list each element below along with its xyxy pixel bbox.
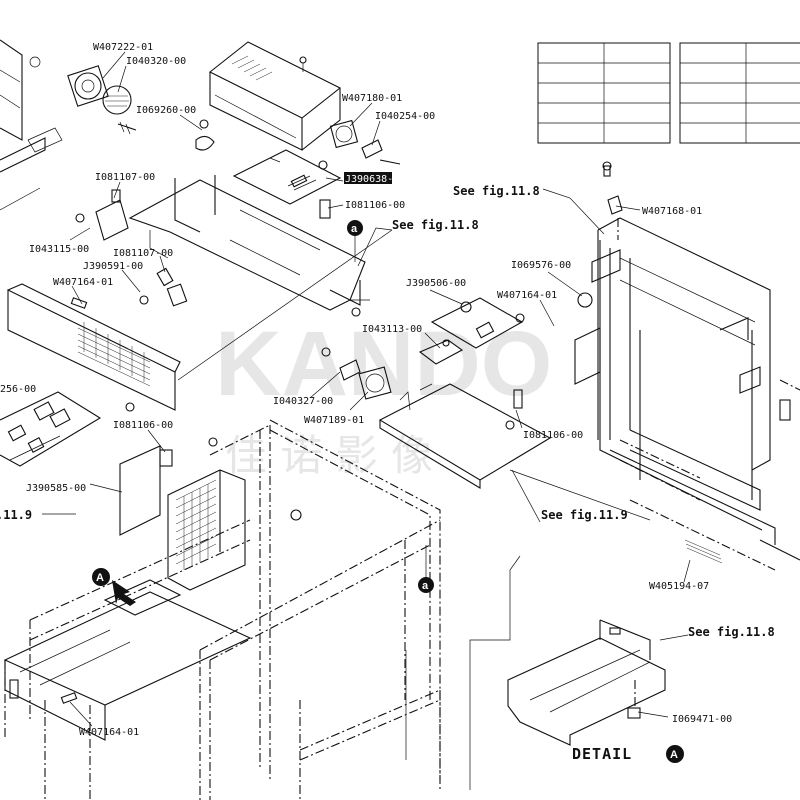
marker-a-lower: a — [418, 577, 434, 593]
label-j390638-00: J390638-00 — [344, 172, 405, 185]
label-j390585-00: J390585-00 — [26, 483, 86, 494]
label-j390506-00: J390506-00 — [406, 278, 466, 289]
power-supply-box — [208, 41, 342, 151]
label-256-00: 256-00 — [0, 384, 36, 395]
see-fig-11-9-left: .11.9 — [0, 508, 32, 522]
parts-table-right — [679, 42, 800, 144]
label-i081106-00-top: I081106-00 — [345, 200, 405, 211]
svg-text:A: A — [96, 572, 104, 584]
label-i069260-00: I069260-00 — [136, 105, 196, 116]
label-w407164-01-left: W407164-01 — [53, 277, 113, 288]
label-i081107-00-top: I081107-00 — [95, 172, 155, 183]
svg-text:J390638-00: J390638-00 — [345, 174, 405, 185]
right-frame-assembly — [574, 161, 800, 571]
label-i081106-00-left: I081106-00 — [113, 420, 173, 431]
label-w407222-01: W407222-01 — [93, 42, 153, 53]
label-i040320-00: I040320-00 — [126, 56, 186, 67]
label-i043113-00: I043113-00 — [362, 324, 422, 335]
watermark-chinese: 佳 诺 影 像 — [225, 431, 433, 480]
board-j390585 — [119, 437, 218, 536]
leader-lines — [42, 51, 691, 790]
label-i040254-00: I040254-00 — [375, 111, 435, 122]
left-edge-assembly — [0, 39, 63, 211]
label-w405194-07: W405194-07 — [649, 581, 709, 592]
detail-arrow-icon — [112, 580, 136, 606]
label-w407180-01: W407180-01 — [342, 93, 402, 104]
clamp-i069260 — [195, 119, 215, 151]
watermark-logo: KANDO — [215, 313, 552, 415]
see-fig-11-8-center: See fig.11.8 — [392, 218, 479, 232]
svg-text:A: A — [670, 749, 678, 761]
see-fig-11-8-upper: See fig.11.8 — [453, 184, 540, 198]
label-w407164-01-right: W407164-01 — [497, 290, 557, 301]
label-w407168-01: W407168-01 — [642, 206, 702, 217]
marker-a-upper: a — [347, 220, 363, 236]
see-fig-11-8-detail: See fig.11.8 — [688, 625, 775, 639]
pcb-j390506 — [418, 297, 525, 365]
label-i043115-00: I043115-00 — [29, 244, 89, 255]
label-w407189-01: W407189-01 — [304, 415, 364, 426]
marker-A-rail: A — [92, 568, 110, 586]
label-j390591-00: J390591-00 — [83, 261, 143, 272]
svg-text:a: a — [422, 580, 429, 592]
label-w407164-01-bottom: W407164-01 — [79, 727, 139, 738]
label-i081106-00-right: I081106-00 — [523, 430, 583, 441]
main-chassis-plate — [128, 175, 366, 311]
detail-a-bracket — [507, 619, 666, 746]
marker-A-detail: A — [666, 745, 684, 763]
fan-w407180 — [329, 119, 401, 165]
perforated-panel-left — [7, 283, 181, 412]
label-i069576-00: I069576-00 — [511, 260, 571, 271]
fan-w407189 — [321, 347, 392, 400]
board-256 — [0, 391, 102, 467]
bracket-i043115 — [75, 189, 361, 317]
label-i069471-00: I069471-00 — [672, 714, 732, 725]
mesh-enclosure — [167, 469, 302, 591]
pcb-j390638 — [232, 149, 342, 205]
see-fig-11-9-center: See fig.11.9 — [541, 508, 628, 522]
svg-text:a: a — [351, 223, 358, 235]
detail-a-title: DETAIL — [572, 745, 632, 763]
main-frame-dashed — [4, 419, 441, 800]
label-i081107-00-mid: I081107-00 — [113, 248, 173, 259]
parts-table-left — [537, 42, 671, 144]
lower-tray — [378, 383, 552, 489]
left-rail — [3, 579, 252, 741]
fan-w407222 — [67, 65, 137, 135]
label-i040327-00: I040327-00 — [273, 396, 333, 407]
